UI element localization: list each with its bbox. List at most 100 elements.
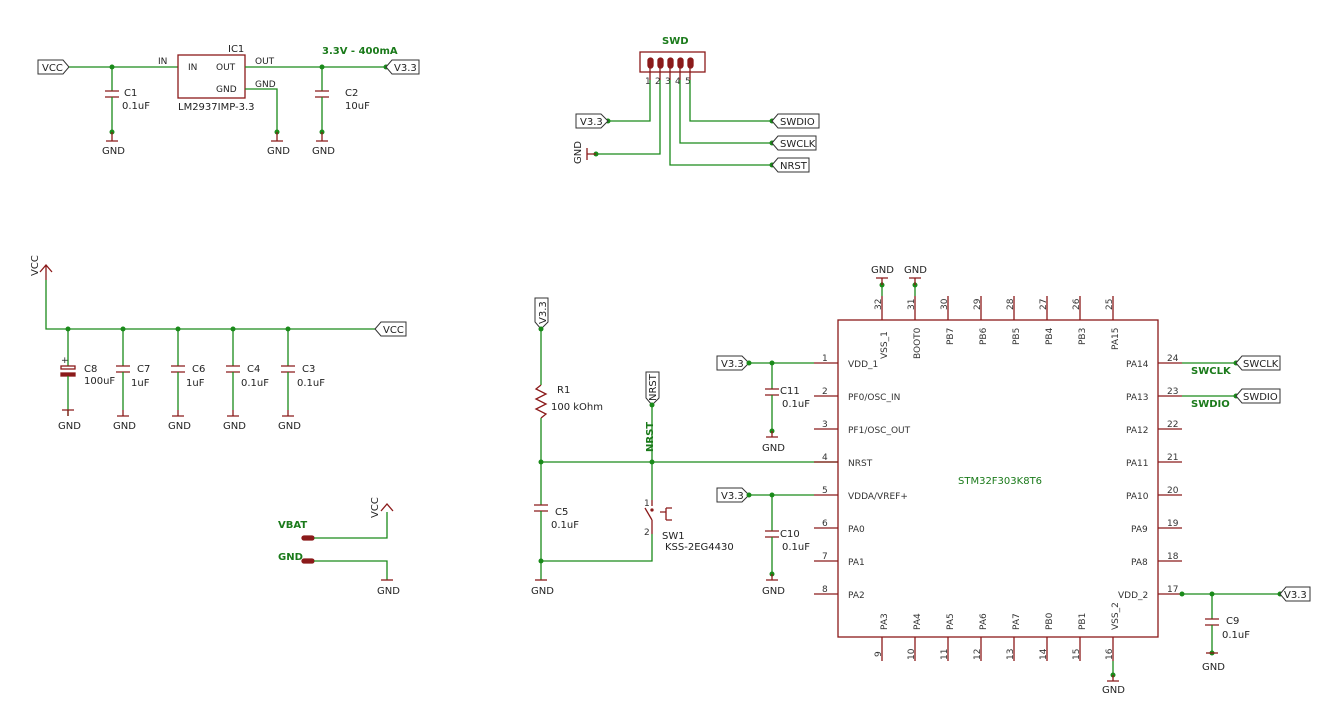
mcu-bottom-pins-3-name-text: PA6 bbox=[979, 613, 989, 630]
mcu-top-pins-1-num-text: 31 bbox=[907, 299, 917, 310]
vcc-decoupling-section: VCC VCC + C8 100uF GND C7 1uF GND C6 1uF… bbox=[30, 255, 407, 432]
mcu-left-pins-6-name-text: PA1 bbox=[848, 558, 865, 568]
mcu-top-pins-6-num-text: 26 bbox=[1072, 298, 1082, 310]
mcu-body bbox=[837, 319, 1159, 638]
mcu-top-pins-3-num-text: 29 bbox=[973, 298, 983, 310]
ic1-in-pin-label: IN bbox=[158, 57, 167, 67]
swd-header-body bbox=[639, 51, 706, 73]
svg-text:+: + bbox=[61, 356, 69, 366]
battery-gnd-label: GND bbox=[278, 552, 303, 563]
vcc-net-label bbox=[37, 59, 70, 75]
mcu-top-pins-4-num-text: 28 bbox=[1006, 298, 1016, 310]
swd-pin-3-num: 3 bbox=[665, 77, 671, 87]
mcu-top-pins-2-num-text: 30 bbox=[940, 298, 950, 310]
mcu-bottom-pins-5-num-text: 14 bbox=[1039, 648, 1049, 660]
reset-nrst-tag-text: NRST bbox=[648, 373, 659, 401]
mcu-right-pins: 24 PA14 23 PA13 22 PA12 21 PA11 20 PA10 … bbox=[1118, 354, 1179, 601]
gnd-c1: GND bbox=[102, 146, 125, 157]
mcu-swclk-net: SWCLK bbox=[1191, 366, 1232, 377]
sw1-pin1: 1 bbox=[644, 499, 650, 509]
mcu-swdio-net: SWDIO bbox=[1191, 399, 1230, 410]
reset-v33-text: V3.3 bbox=[538, 301, 549, 324]
c2-ref: C2 bbox=[345, 88, 358, 99]
mcu-top-pins-0-name-text: VSS_1 bbox=[880, 331, 890, 359]
mcu-bottom-pins-4-name-text: PA7 bbox=[1012, 613, 1022, 630]
mcu-swdio-label bbox=[1235, 388, 1281, 404]
mcu-left-pins-0-name-text: VDD_1 bbox=[848, 360, 878, 370]
mcu-left-pins-7-num-text: 8 bbox=[822, 585, 828, 595]
c5-ref: C5 bbox=[555, 507, 568, 518]
mcu-right-pins-7-name-text: VDD_2 bbox=[1118, 591, 1148, 601]
c8-ref: C8 bbox=[84, 364, 97, 375]
c3-value: 0.1uF bbox=[297, 378, 325, 389]
gnd-c11: GND bbox=[762, 443, 785, 454]
mcu-vdda-v33-label bbox=[716, 487, 750, 503]
mcu-top-pins-5-name-text: PB4 bbox=[1045, 327, 1055, 345]
mcu-right-pins-0-name-text: PA14 bbox=[1126, 360, 1149, 370]
swd-v33-label bbox=[575, 113, 609, 129]
gnd-c6: GND bbox=[168, 421, 191, 432]
regulator-output-note: 3.3V - 400mA bbox=[322, 46, 398, 57]
gnd-c2: GND bbox=[312, 146, 335, 157]
mcu-bottom-pins-1-name-text: PA4 bbox=[913, 613, 923, 630]
ic1-ref: IC1 bbox=[228, 44, 244, 55]
ic1-gnd-pin-label: GND bbox=[255, 80, 276, 90]
mcu-left-pins-0-num-text: 1 bbox=[822, 354, 828, 364]
mcu-right-pins-0-num-text: 24 bbox=[1167, 354, 1179, 364]
mcu-left-pins-5-num-text: 6 bbox=[822, 519, 828, 529]
swd-connector-section: SWD 1 2 3 4 5 V3.3 GND bbox=[573, 36, 820, 173]
mcu-right-pins-3-num-text: 21 bbox=[1167, 453, 1178, 463]
gnd-battery: GND bbox=[377, 586, 400, 597]
gnd-vss1: GND bbox=[871, 265, 894, 276]
c9-value: 0.1uF bbox=[1222, 630, 1250, 641]
mcu-vdd2-v33-label bbox=[1279, 586, 1311, 602]
mcu-swdio-label-text: SWDIO bbox=[1243, 392, 1278, 403]
c5-value: 0.1uF bbox=[551, 520, 579, 531]
gnd-c4: GND bbox=[223, 421, 246, 432]
mcu-bottom-pins-4-num-text: 13 bbox=[1006, 649, 1016, 660]
mcu-bottom-pins-2-name-text: PA5 bbox=[946, 613, 956, 630]
mcu-right-pins-4-name-text: PA10 bbox=[1126, 492, 1149, 502]
mcu-bottom-pins-0-name-text: PA3 bbox=[880, 613, 890, 630]
ic1-part: LM2937IMP-3.3 bbox=[178, 102, 255, 113]
vcc-net-label-text: VCC bbox=[42, 63, 63, 74]
c1-ref: C1 bbox=[124, 88, 137, 99]
ic1-in-box: IN bbox=[188, 63, 197, 73]
mcu-right-pins-6-num-text: 18 bbox=[1167, 552, 1179, 562]
mcu-section: STM32F303K8T6 1 VDD_1 2 PF0/OSC_IN 3 PF1… bbox=[716, 265, 1311, 696]
mcu-bottom-pins: PA3 9 PA4 10 PA5 11 PA6 12 PA7 13 PB0 14… bbox=[874, 602, 1121, 660]
mcu-right-pins-7-num-text: 17 bbox=[1167, 585, 1178, 595]
mcu-top-pins: 32 VSS_1 31 BOOT0 30 PB7 29 PB6 28 PB5 2… bbox=[874, 298, 1121, 359]
gnd-c8: GND bbox=[58, 421, 81, 432]
gnd-vss2: GND bbox=[1102, 685, 1125, 696]
mcu-top-pins-4-name-text: PB5 bbox=[1012, 328, 1022, 345]
vcc-power-symbol: VCC bbox=[30, 255, 41, 276]
mcu-bottom-pins-2-num-text: 11 bbox=[940, 649, 950, 660]
regulator-section: VCC IN C1 0.1uF GND IC1 IN OUT GND LM293… bbox=[37, 44, 420, 157]
mcu-top-pins-7-num-text: 25 bbox=[1105, 299, 1115, 310]
mcu-top-pins-7-name-text: PA15 bbox=[1111, 328, 1121, 350]
c7-value: 1uF bbox=[131, 378, 150, 389]
mcu-left-pins-3-num-text: 4 bbox=[822, 453, 828, 463]
c4-value: 0.1uF bbox=[241, 378, 269, 389]
r1-ref: R1 bbox=[557, 385, 570, 396]
mcu-right-pins-4-num-text: 20 bbox=[1167, 486, 1179, 496]
ic1-out-box: OUT bbox=[216, 63, 236, 73]
mcu-vdd1-v33-text: V3.3 bbox=[721, 359, 744, 370]
mcu-left-pins-3-name-text: NRST bbox=[848, 459, 873, 469]
mcu-left-pins-6-num-text: 7 bbox=[822, 552, 828, 562]
mcu-swclk-label-text: SWCLK bbox=[1243, 359, 1279, 370]
mcu-top-pins-3-name-text: PB6 bbox=[979, 327, 989, 345]
mcu-top-pins-1-name-text: BOOT0 bbox=[913, 327, 923, 359]
mcu-left-pins-2-num-text: 3 bbox=[822, 420, 828, 430]
mcu-top-pins-0-num-text: 32 bbox=[874, 299, 884, 310]
c4-ref: C4 bbox=[247, 364, 260, 375]
swd-pin-4-num: 4 bbox=[675, 77, 681, 87]
gnd-c7: GND bbox=[113, 421, 136, 432]
gnd-reset: GND bbox=[531, 586, 554, 597]
mcu-bottom-pins-1-num-text: 10 bbox=[907, 648, 917, 660]
mcu-left-pins-2-name-text: PF1/OSC_OUT bbox=[848, 426, 911, 436]
reset-nrst-tag bbox=[645, 371, 660, 406]
gnd-c9: GND bbox=[1202, 662, 1225, 673]
